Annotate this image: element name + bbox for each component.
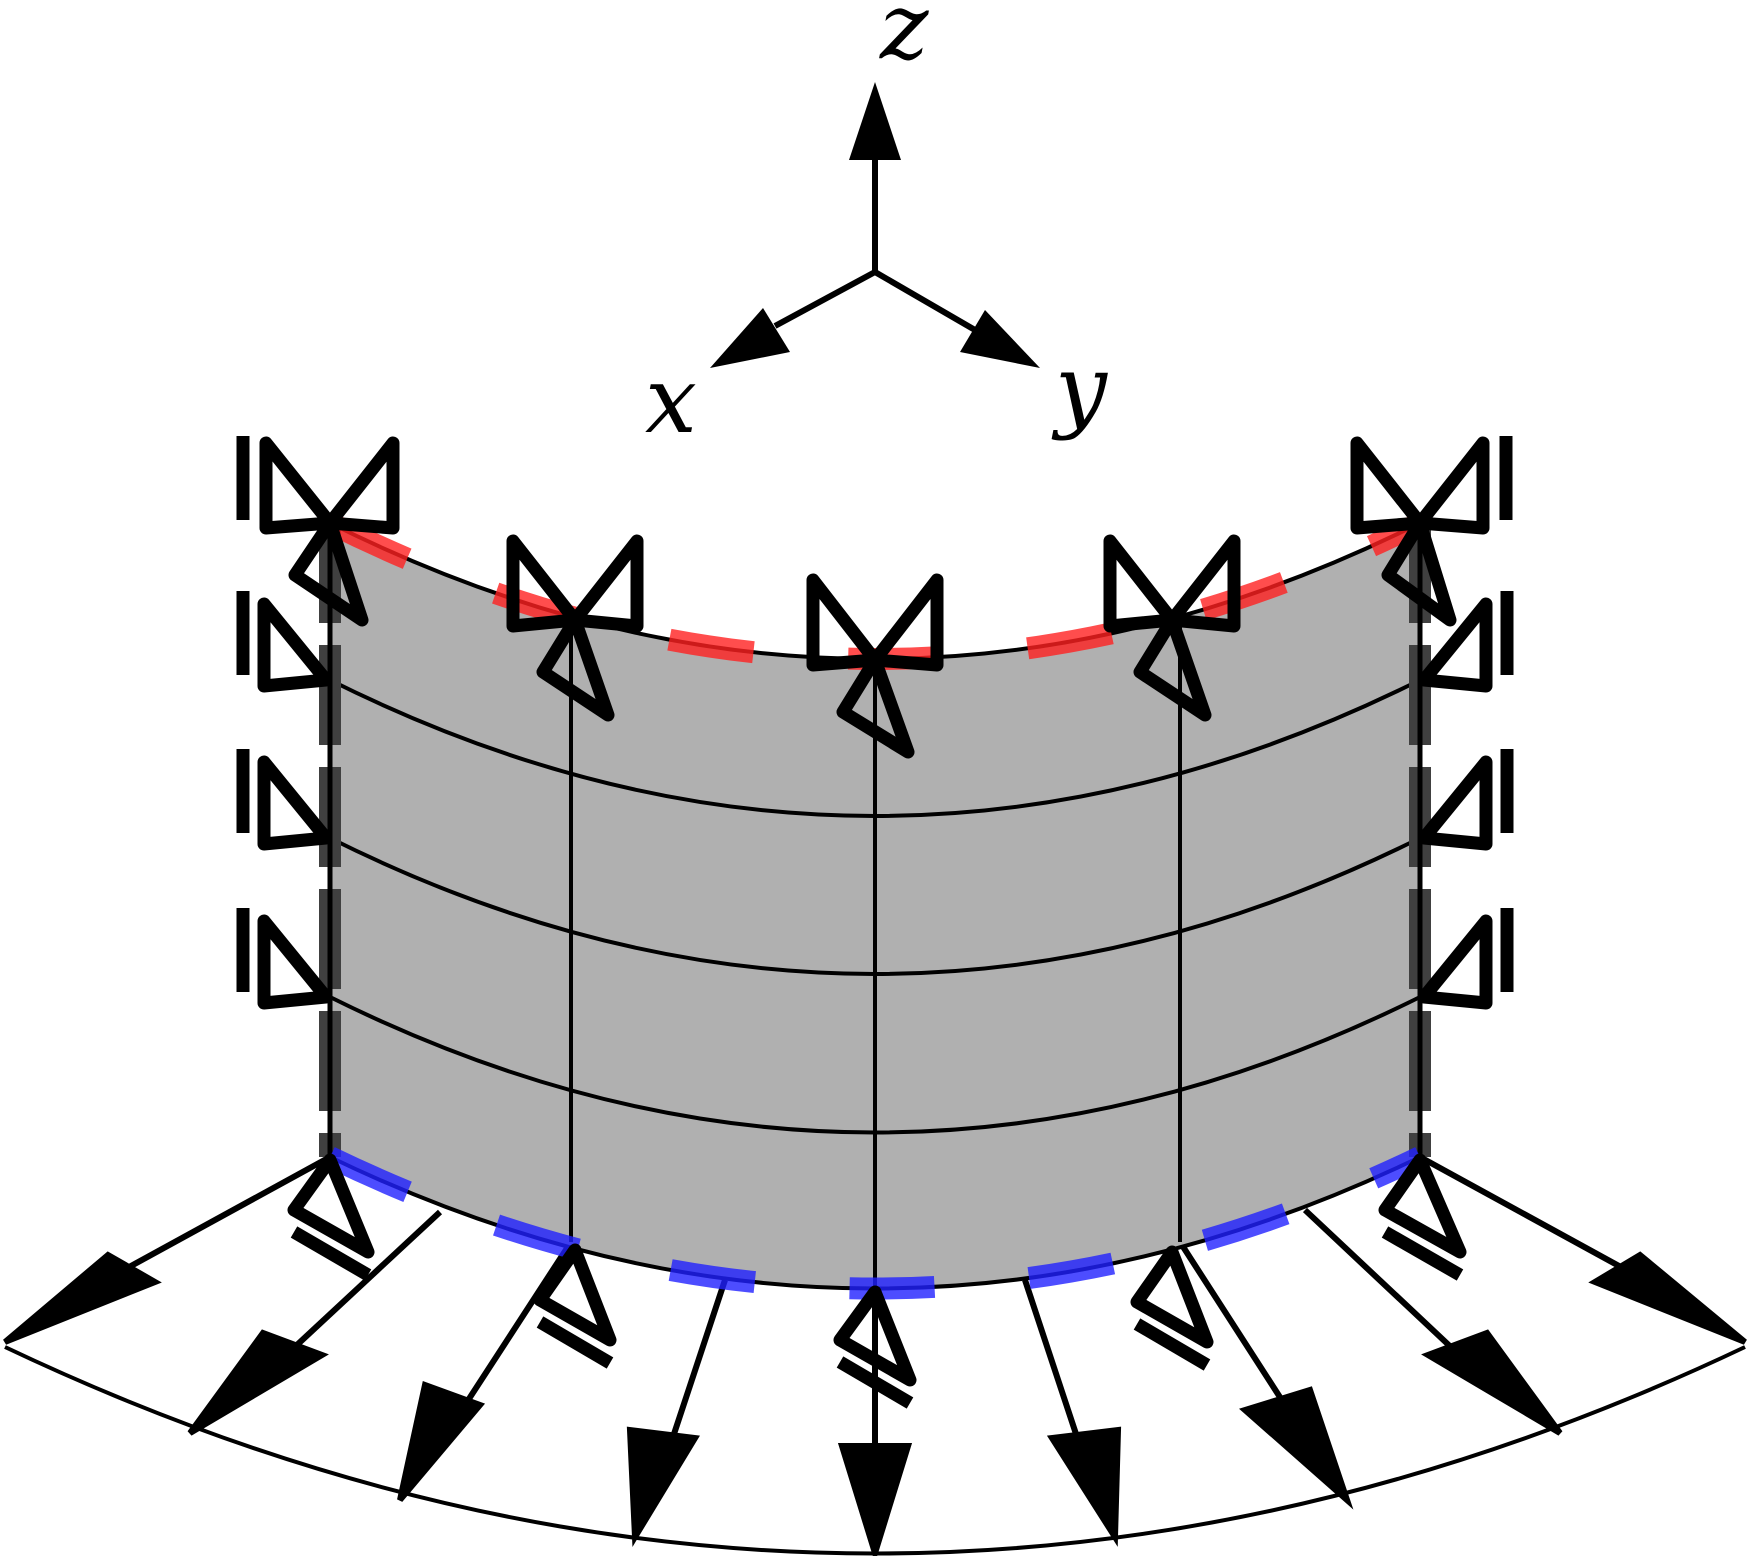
- support-icon: [1130, 1245, 1214, 1371]
- support-icon: [1350, 436, 1513, 627]
- support-icon: [1378, 1153, 1467, 1281]
- right-side-supports: [1417, 591, 1514, 1010]
- support-icon: [533, 1243, 617, 1369]
- support-icon: [236, 436, 400, 627]
- load-arrow-head-icon: [1239, 1386, 1354, 1510]
- shell-surface: [319, 513, 1431, 1300]
- load-arrow-head-icon: [397, 1381, 486, 1502]
- coordinate-axes: z x y: [645, 0, 1108, 454]
- load-arrow-head-icon: [3, 1251, 162, 1345]
- load-arrow-head-icon: [837, 1443, 913, 1556]
- support-icon: [1417, 749, 1514, 851]
- load-arrow-head-icon: [187, 1329, 329, 1436]
- y-axis: [873, 269, 977, 333]
- x-axis-label: x: [645, 347, 697, 454]
- load-arrow-head-icon: [1588, 1251, 1747, 1345]
- z-axis-label: z: [879, 0, 929, 80]
- load-arrow-head-icon: [626, 1426, 700, 1547]
- support-icon: [1417, 591, 1514, 693]
- support-icon: [833, 1285, 917, 1409]
- support-icon: [236, 749, 333, 851]
- x-axis: [773, 269, 877, 329]
- z-arrowhead-icon: [849, 82, 901, 160]
- support-icon: [506, 534, 644, 722]
- support-icon: [287, 1153, 375, 1281]
- support-icon: [236, 908, 333, 1010]
- x-arrowhead-icon: [710, 308, 790, 368]
- load-arrow-head-icon: [1046, 1426, 1122, 1547]
- support-icon: [1417, 908, 1514, 1010]
- y-axis-label: y: [1051, 335, 1108, 442]
- left-side-supports: [236, 591, 333, 1010]
- support-icon: [806, 573, 944, 759]
- top-edge-supports: [236, 436, 1513, 759]
- radial-load-arrows: [3, 1154, 1747, 1556]
- load-arrow-head-icon: [1421, 1329, 1563, 1436]
- support-icon: [1103, 534, 1241, 722]
- y-arrowhead-icon: [960, 310, 1040, 368]
- support-icon: [236, 591, 333, 693]
- bottom-edge-supports: [287, 1153, 1467, 1409]
